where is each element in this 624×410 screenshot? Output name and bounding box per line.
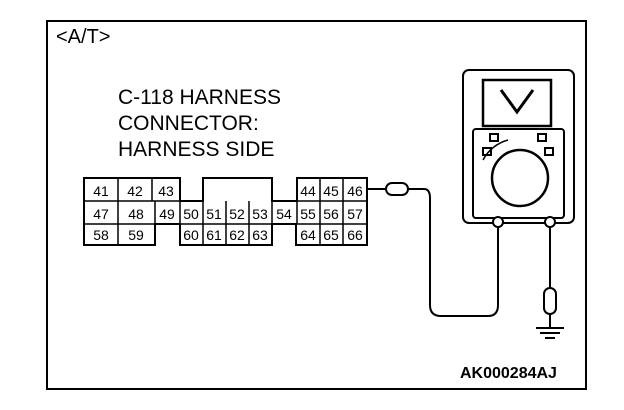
harness-title-line-2: CONNECTOR: xyxy=(118,112,259,135)
pin-49: 49 xyxy=(159,206,175,222)
pin-41: 41 xyxy=(93,183,109,199)
pin-52: 52 xyxy=(229,206,245,222)
pin-58: 58 xyxy=(93,227,109,243)
connector-outline xyxy=(83,177,368,246)
pin-53: 53 xyxy=(252,206,268,222)
harness-title-line-1: C-118 HARNESS xyxy=(118,86,281,109)
figure-code: AK000284AJ xyxy=(460,365,557,382)
pin-43: 43 xyxy=(158,183,174,199)
voltmeter-icon xyxy=(462,69,575,228)
pin-57: 57 xyxy=(347,206,363,222)
pin-45: 45 xyxy=(323,183,339,199)
pin-65: 65 xyxy=(323,227,339,243)
pin-59: 59 xyxy=(128,227,144,243)
transmission-type-label: <A/T> xyxy=(56,26,111,48)
pin-54: 54 xyxy=(276,206,292,222)
pin-62: 62 xyxy=(229,227,245,243)
pin-48: 48 xyxy=(128,206,144,222)
pin-61: 61 xyxy=(206,227,222,243)
pin-60: 60 xyxy=(183,227,199,243)
connector-grid xyxy=(84,178,367,245)
pin-47: 47 xyxy=(93,206,109,222)
pin-51: 51 xyxy=(206,206,222,222)
pin-64: 64 xyxy=(300,227,316,243)
pin-44: 44 xyxy=(300,183,316,199)
pin-46: 46 xyxy=(347,183,363,199)
diagram-frame xyxy=(46,20,587,390)
pin-labels: 41 42 43 44 45 46 47 48 49 50 51 52 53 54 55 56 57 58 59 60… xyxy=(93,183,363,243)
probe-icon xyxy=(367,182,499,317)
pin-56: 56 xyxy=(323,206,339,222)
pin-55: 55 xyxy=(300,206,316,222)
harness-title-line-3: HARNESS SIDE xyxy=(118,138,275,161)
pin-50: 50 xyxy=(183,206,199,222)
pin-42: 42 xyxy=(127,183,143,199)
ground-icon xyxy=(536,227,564,339)
pin-63: 63 xyxy=(252,227,268,243)
pin-66: 66 xyxy=(347,227,363,243)
